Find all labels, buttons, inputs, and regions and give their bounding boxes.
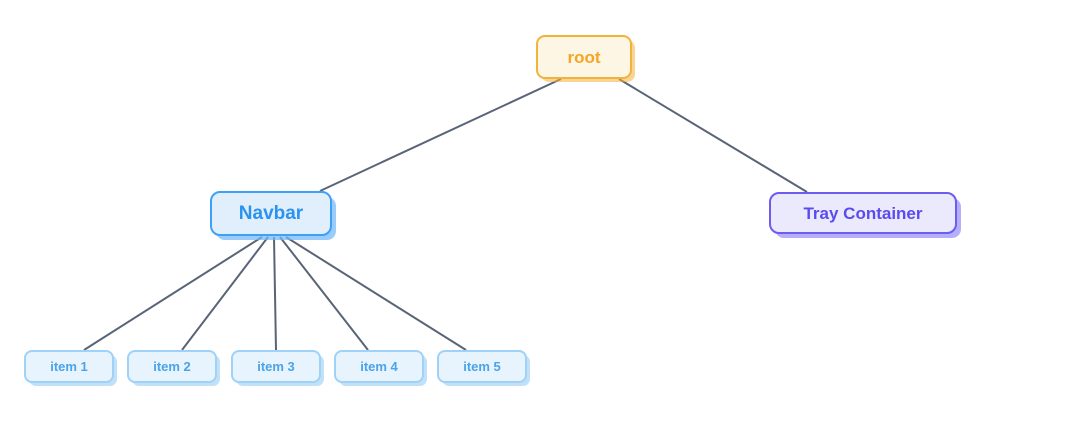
edge-root-to-tray-container bbox=[618, 78, 808, 193]
node-root-label: root bbox=[567, 47, 601, 67]
node-item-4[interactable]: item 4 bbox=[334, 350, 424, 383]
node-item-1-label: item 1 bbox=[50, 359, 88, 374]
node-navbar[interactable]: Navbar bbox=[210, 191, 332, 236]
node-tray-container-label: Tray Container bbox=[803, 203, 923, 223]
node-item-1[interactable]: item 1 bbox=[24, 350, 114, 383]
edge-navbar-to-item-1 bbox=[83, 236, 263, 351]
node-item-2[interactable]: item 2 bbox=[127, 350, 217, 383]
node-item-4-label: item 4 bbox=[360, 359, 398, 374]
edge-navbar-to-item-4 bbox=[279, 236, 369, 351]
node-item-3[interactable]: item 3 bbox=[231, 350, 321, 383]
edge-root-to-navbar bbox=[319, 78, 562, 192]
node-tray-container[interactable]: Tray Container bbox=[769, 192, 957, 234]
edge-navbar-to-item-3 bbox=[273, 236, 277, 351]
node-item-3-label: item 3 bbox=[257, 359, 295, 374]
edge-navbar-to-item-5 bbox=[285, 236, 467, 351]
node-navbar-label: Navbar bbox=[238, 203, 304, 224]
node-root[interactable]: root bbox=[536, 35, 632, 79]
node-item-2-label: item 2 bbox=[153, 359, 191, 374]
node-item-5-label: item 5 bbox=[463, 359, 501, 374]
edge-navbar-to-item-2 bbox=[181, 236, 269, 351]
node-item-5[interactable]: item 5 bbox=[437, 350, 527, 383]
